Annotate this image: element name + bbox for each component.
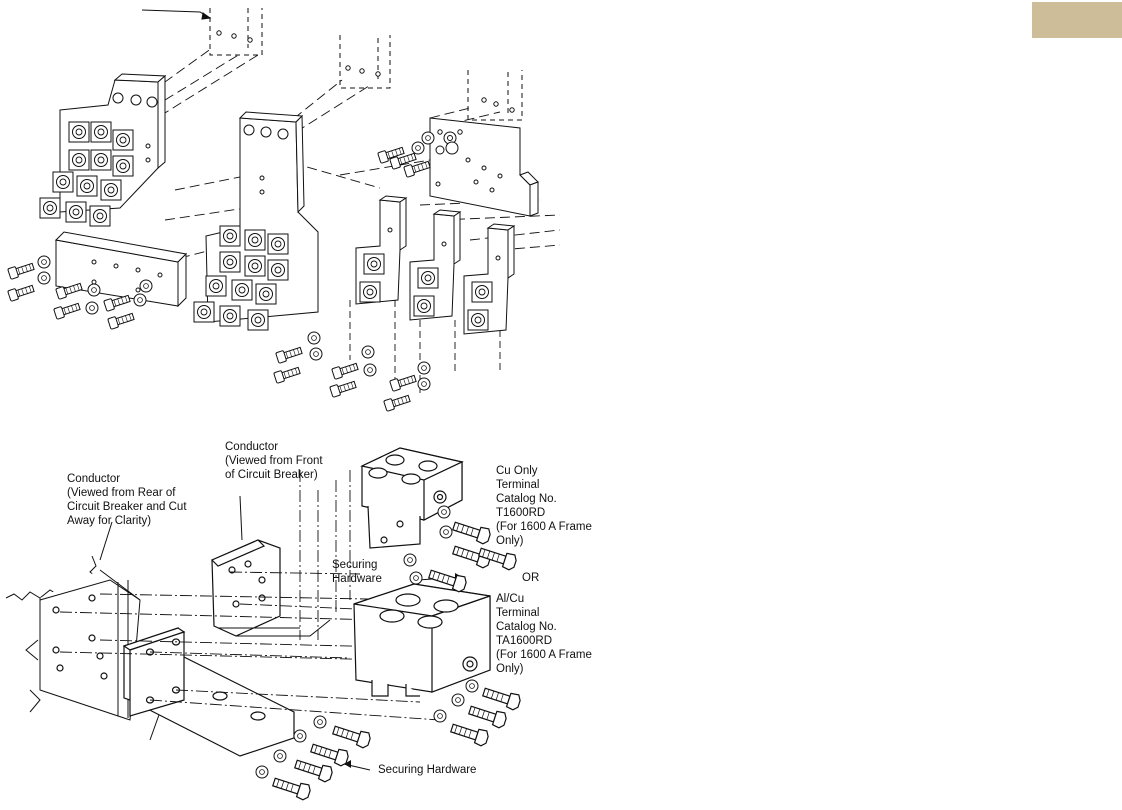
or-label: OR <box>522 572 539 584</box>
page-tab-marker <box>1032 2 1122 38</box>
upper-exploded-view <box>7 8 561 412</box>
rear-conductor-label: Conductor (Viewed from Rear of Circuit B… <box>67 473 190 527</box>
securing-hardware-upper-label: Securing Hardware <box>332 559 382 585</box>
front-conductor-label: Conductor (Viewed from Front of Circuit … <box>225 441 326 481</box>
diagram-labels: Conductor (Viewed from Rear of Circuit B… <box>67 441 595 776</box>
lower-detail-view <box>5 447 523 802</box>
cu-terminal-label: Cu Only Terminal Catalog No. T1600RD (Fo… <box>496 465 595 547</box>
alcu-terminal-label: Al/Cu Terminal Catalog No. TA1600RD (For… <box>496 593 595 675</box>
securing-hardware-lower-label: Securing Hardware <box>378 764 476 776</box>
